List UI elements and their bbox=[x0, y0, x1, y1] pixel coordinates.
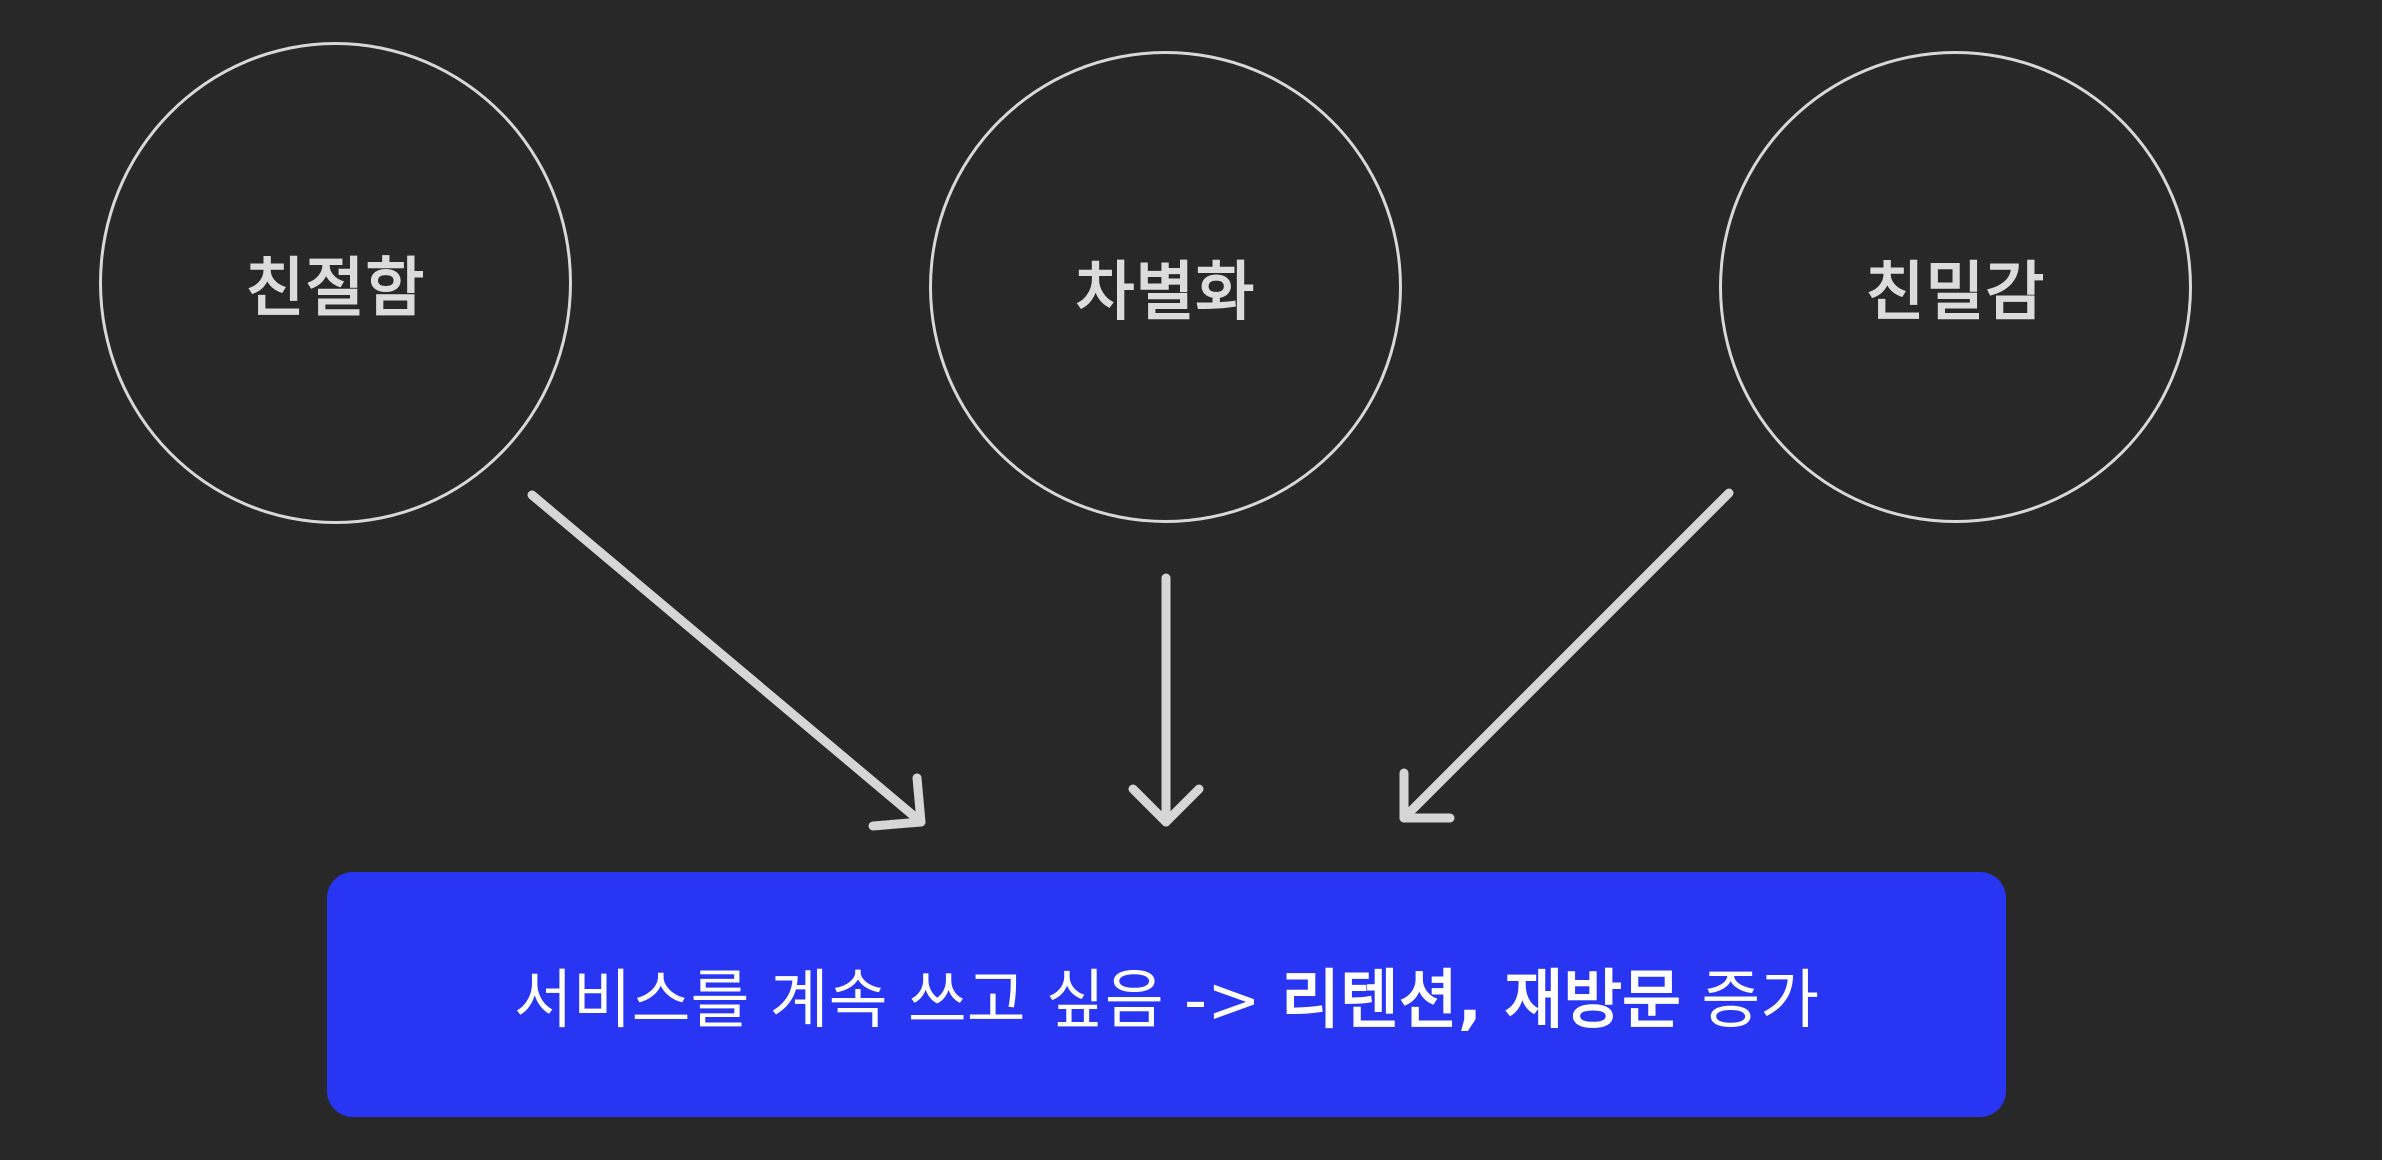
result-text-suffix: 증가 bbox=[1681, 963, 1820, 1038]
result-box: 서비스를 계속 쓰고 싶음 -> 리텐션, 재방문 증가 bbox=[327, 872, 2006, 1117]
circle-node-differentiation: 차별화 bbox=[929, 51, 1402, 523]
result-text-prefix: 서비스를 계속 쓰고 싶음 -> bbox=[513, 963, 1282, 1038]
circle-node-kindness: 친절함 bbox=[99, 42, 572, 524]
node-label-kindness: 친절함 bbox=[245, 252, 426, 326]
arrow-middle-head bbox=[1128, 784, 1204, 827]
node-label-intimacy: 친밀감 bbox=[1865, 256, 2046, 330]
arrow-left-shaft bbox=[527, 490, 926, 827]
circle-node-intimacy: 친밀감 bbox=[1719, 51, 2192, 523]
arrow-right-shaft bbox=[1399, 488, 1734, 823]
result-text-emphasis: 리텐션, 재방문 bbox=[1281, 963, 1681, 1038]
arrow-right-head bbox=[1399, 768, 1455, 823]
arrow-left-head bbox=[868, 773, 926, 831]
arrow-right bbox=[1399, 488, 1734, 823]
node-label-differentiation: 차별화 bbox=[1075, 256, 1256, 330]
arrow-left bbox=[527, 490, 926, 831]
arrow-middle bbox=[1128, 573, 1204, 827]
